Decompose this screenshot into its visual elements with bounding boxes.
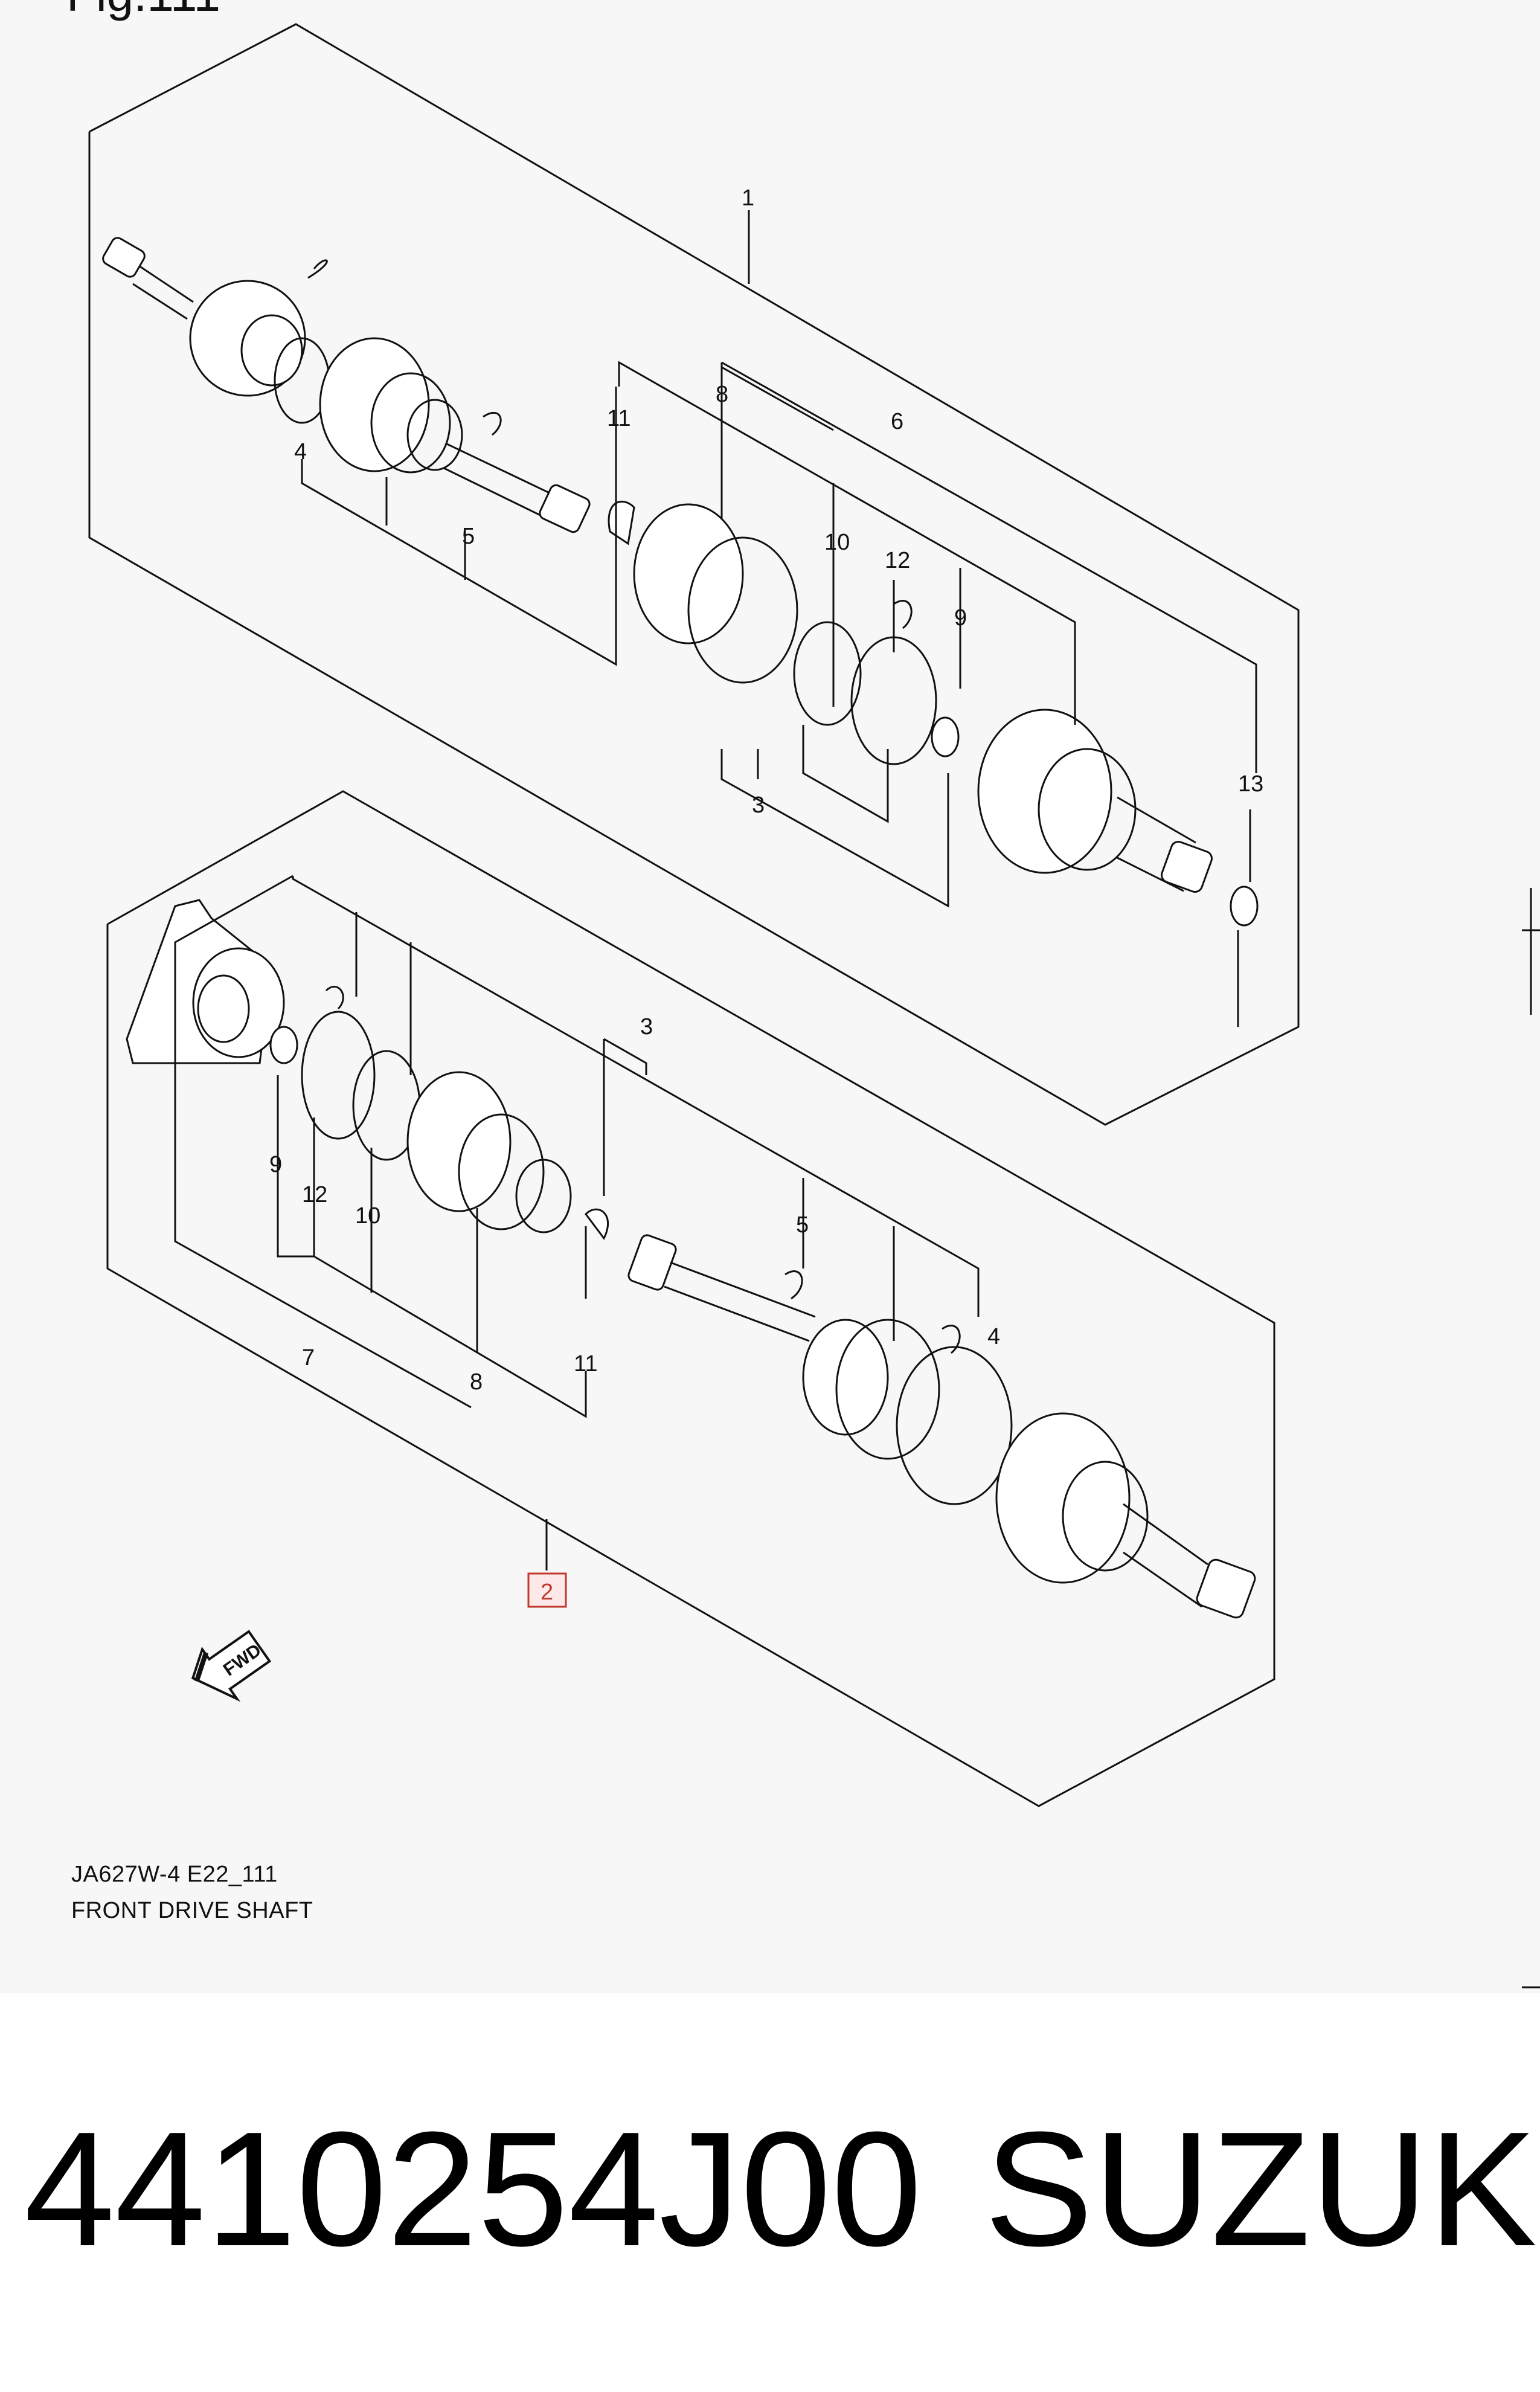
- lower-leader-lines: [174, 875, 980, 1571]
- fwd-arrow-icon: FWD: [191, 1630, 272, 1702]
- exploded-parts-diagram: Fig.111: [66, 0, 1540, 1989]
- diagram-title: FRONT DRIVE SHAFT: [71, 1898, 313, 1923]
- label-upper-5: 5: [462, 524, 475, 549]
- label-upper-1: 1: [742, 185, 754, 211]
- label-upper-12: 12: [885, 548, 910, 573]
- label-upper-10: 10: [824, 530, 850, 555]
- diagram-canvas: Fig.111: [66, 0, 1540, 1989]
- part-number: 4410254J00: [24, 2098, 922, 2280]
- label-lower-10: 10: [355, 1203, 380, 1229]
- upper-part-labels: 1 4 5 11 8 6 10 12 9 3 13: [294, 185, 1263, 818]
- lower-drive-shaft: [126, 899, 1256, 1619]
- label-lower-8: 8: [470, 1369, 483, 1395]
- upper-assembly-frame: [88, 23, 1300, 1126]
- label-upper-13: 13: [1238, 771, 1263, 797]
- brand-name: SUZUKI: [984, 2098, 1540, 2280]
- assembly-callout: 2: [527, 1572, 567, 1608]
- label-lower-4: 4: [987, 1324, 1000, 1349]
- upper-leader-lines: [301, 210, 1257, 1027]
- footer: [0, 1993, 1540, 2392]
- lower-part-labels: 3 9 12 10 5 4 7 8 11: [269, 1014, 1000, 1395]
- label-upper-3: 3: [752, 793, 765, 818]
- upper-drive-shaft: [102, 237, 1259, 927]
- lower-assembly-frame: [106, 790, 1275, 1807]
- diagram-code: JA627W-4 E22_111: [71, 1862, 278, 1887]
- label-upper-8: 8: [716, 382, 728, 407]
- label-lower-5: 5: [796, 1212, 809, 1238]
- label-upper-9: 9: [954, 605, 967, 631]
- label-lower-7: 7: [302, 1345, 315, 1371]
- label-upper-11: 11: [607, 406, 630, 431]
- label-lower-3: 3: [640, 1014, 653, 1040]
- label-lower-11: 11: [574, 1351, 597, 1377]
- callout-label-2: 2: [541, 1580, 553, 1605]
- label-lower-12: 12: [302, 1182, 327, 1207]
- label-upper-4: 4: [294, 439, 307, 465]
- label-upper-6: 6: [891, 409, 903, 434]
- label-lower-9: 9: [269, 1152, 282, 1177]
- header-fragment: Fig.111: [66, 0, 220, 21]
